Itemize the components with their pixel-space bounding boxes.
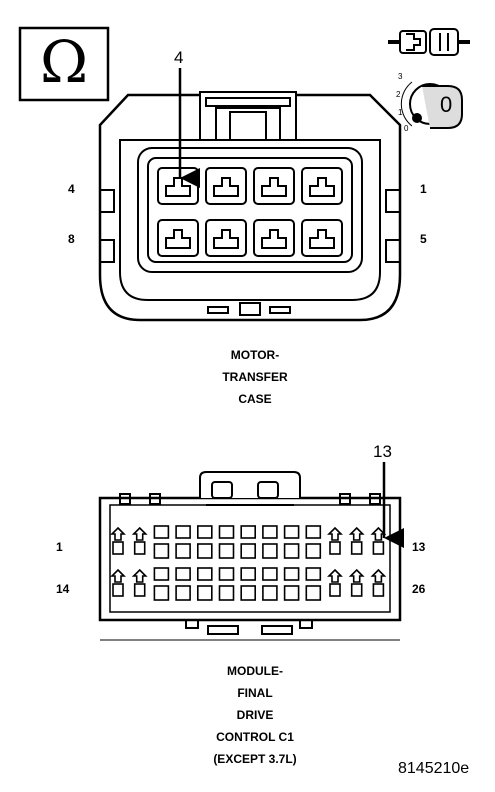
ohm-symbol: Ω: [39, 28, 89, 96]
cavity: [218, 525, 235, 559]
connector2-pin-label-bottom-right: 26: [412, 582, 426, 596]
cavity: [283, 525, 300, 559]
figure-id: 8145210e: [398, 760, 470, 777]
connector1-cavities: [157, 167, 343, 257]
caption-line: FINAL: [237, 686, 273, 700]
connector2-pin-label-top-left: 1: [56, 540, 63, 554]
caption-line: MOTOR-: [230, 348, 280, 362]
connector-plug-icon: [388, 28, 470, 56]
cavity: [110, 568, 126, 597]
cavity: [253, 167, 295, 205]
cavity: [175, 567, 191, 601]
cavity: [348, 526, 365, 555]
cavity: [205, 167, 247, 205]
connector1-pin-label-bottom-right: 5: [420, 232, 427, 246]
cavity: [283, 567, 300, 601]
cavity: [157, 167, 199, 205]
connector2-caption: MODULE- FINAL DRIVE CONTROL C1 (EXCEPT 3…: [160, 660, 350, 770]
cavity: [327, 526, 343, 555]
caption-line: CASE: [238, 392, 272, 406]
cavity: [370, 526, 387, 555]
cavity: [197, 525, 213, 559]
cavity: [157, 219, 199, 257]
key-current-position: 0: [440, 92, 453, 117]
cavity: [197, 567, 213, 601]
ignition-key-icon: [400, 81, 463, 129]
cavity: [301, 167, 343, 205]
final-drive-control-connector: [98, 471, 402, 641]
cavity: [131, 526, 148, 555]
cavity: [253, 219, 295, 257]
caption-line: DRIVE: [236, 708, 274, 722]
connector2-pin-label-top-right: 13: [412, 540, 426, 554]
cavity: [131, 568, 148, 597]
connector1-pin-label-top-left: 4: [68, 182, 75, 196]
connector2-pin-label-bottom-left: 14: [56, 582, 70, 596]
cavity: [305, 567, 322, 601]
cavity: [205, 219, 247, 257]
cavity: [240, 567, 256, 601]
motor-transfer-case-connector: [98, 91, 402, 322]
connector1-caption: MOTOR- TRANSFER CASE: [160, 344, 350, 410]
caption-line: TRANSFER: [222, 370, 288, 384]
connector1-callout: 4: [174, 48, 184, 67]
connector1-pin-label-top-right: 1: [420, 182, 427, 196]
key-position-1: 1: [398, 108, 403, 117]
cavity: [153, 525, 170, 559]
cavity: [305, 525, 322, 559]
cavity: [240, 525, 256, 559]
caption-line: MODULE-: [227, 664, 283, 678]
cavity: [348, 568, 365, 597]
cavity: [262, 525, 278, 559]
key-position-0: 0: [404, 124, 409, 133]
cavity: [301, 219, 343, 257]
cavity: [327, 568, 343, 597]
key-position-3: 3: [398, 72, 403, 81]
caption-line: CONTROL C1: [216, 730, 294, 744]
cavity: [370, 568, 387, 597]
caption-line: (EXCEPT 3.7L): [213, 752, 297, 766]
cavity: [153, 567, 170, 601]
ohmmeter-icon: [18, 26, 110, 102]
cavity: [110, 526, 126, 555]
cavity: [175, 525, 191, 559]
connector2-cavities: [110, 525, 387, 601]
cavity: [218, 567, 235, 601]
connector1-pin-label-bottom-left: 8: [68, 232, 75, 246]
cavity: [262, 567, 278, 601]
connector2-callout: 13: [373, 442, 392, 461]
key-position-2: 2: [396, 90, 401, 99]
